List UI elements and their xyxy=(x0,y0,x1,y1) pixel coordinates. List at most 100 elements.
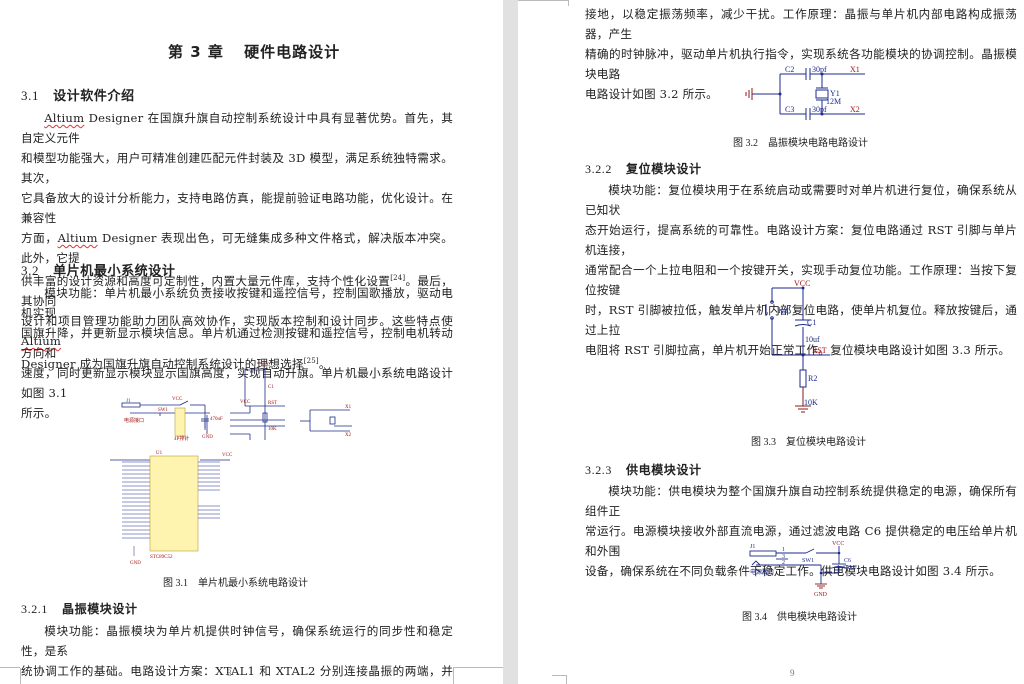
caption-number: 图 3.1 xyxy=(163,578,188,589)
text-line: 通常配合一个上拉电阻和一个按键开关，实现手动复位功能。工作原理：当按下复位按键 xyxy=(585,263,1017,297)
caption-number: 图 3.4 xyxy=(742,612,767,623)
page-number: 8 xyxy=(227,668,232,678)
text-line: 模块功能：单片机最小系统负责接收按键和遥控信号，控制国歌播放，驱动电机实现 xyxy=(21,286,453,320)
svg-text:GND: GND xyxy=(814,592,828,598)
svg-text:30pf: 30pf xyxy=(812,65,827,74)
text-line: 时，RST 引脚被拉低，触发单片机内部复位电路，使单片机复位。释放按键后，通过上… xyxy=(585,303,1017,337)
svg-text:RST: RST xyxy=(268,401,277,406)
svg-text:GND: GND xyxy=(202,435,213,440)
svg-text:VCC: VCC xyxy=(832,541,844,547)
caption-text: 单片机最小系统电路设计 xyxy=(198,578,308,589)
svg-text:VCC: VCC xyxy=(222,453,233,458)
text-line: 它具备放大的设计分析能力，支持电路仿真，能提前验证电路功能，优化设计。在兼容性 xyxy=(21,191,453,225)
svg-text:J1: J1 xyxy=(750,544,755,550)
svg-text:Y1: Y1 xyxy=(830,89,840,98)
text-line: 设备，确保系统在不同负载条件下稳定工作。供电模块电路设计如图 3.4 所示。 xyxy=(585,564,1002,578)
section-number: 3.2 xyxy=(21,263,40,278)
svg-text:X1: X1 xyxy=(850,65,860,74)
svg-text:K3: K3 xyxy=(778,306,788,315)
svg-text:VCC: VCC xyxy=(240,400,251,405)
svg-text:RST: RST xyxy=(812,346,827,355)
page-corner-mark xyxy=(20,668,21,684)
paragraph-3-2-2: 模块功能：复位模块用于在系统启动或需要时对单片机进行复位，确保系统从已知状 态开… xyxy=(585,180,1017,360)
page-corner-mark xyxy=(453,668,454,684)
text-line: 态开始运行，提高系统的可靠性。电路设计方案：复位电路通过 RST 引脚与单片机连… xyxy=(585,223,1017,257)
text-line: 电路设计如图 3.2 所示。 xyxy=(585,87,718,101)
svg-text:VCC: VCC xyxy=(172,397,183,402)
text-line: 统协调工作的基础。电路设计方案：XTAL1 和 XTAL2 分别连接晶振的两端，… xyxy=(21,664,453,678)
caption-number: 图 3.3 xyxy=(751,437,776,448)
svg-text:X2: X2 xyxy=(850,105,860,114)
svg-text:C6: C6 xyxy=(844,558,851,564)
svg-text:X2: X2 xyxy=(345,433,352,438)
section-number: 3.2.2 xyxy=(585,162,612,176)
svg-text:4P排针: 4P排针 xyxy=(174,435,189,442)
svg-text:10uf: 10uf xyxy=(805,335,820,344)
svg-text:12M: 12M xyxy=(826,97,841,106)
text-line: 精确的时钟脉冲，驱动单片机执行指令，实现系统各功能模块的协调控制。晶振模块电路 xyxy=(585,47,1017,81)
figure-3-4-schematic: J1 1 3 2 SW1 C6 470uF 电源接口 VCC GND xyxy=(749,541,858,598)
svg-text:X1: X1 xyxy=(345,405,352,410)
svg-text:STC89C52: STC89C52 xyxy=(150,555,173,560)
chapter-title-text: 硬件电路设计 xyxy=(244,43,341,61)
svg-text:C1: C1 xyxy=(807,318,816,327)
paragraph-3-1: Altium Designer 在国旗升旗自动控制系统设计中具有显著优势。首先，… xyxy=(21,108,453,374)
section-number: 3.2.3 xyxy=(585,463,612,477)
section-title: 晶振模块设计 xyxy=(62,602,138,616)
figure-3-3-schematic: K3 C1 10uf R2 10K VCC RST xyxy=(765,279,830,413)
svg-text:GND: GND xyxy=(130,561,141,566)
section-number: 3.1 xyxy=(21,88,40,103)
page-gutter xyxy=(503,0,518,684)
text-line: 模块功能：复位模块用于在系统启动或需要时对单片机进行复位，确保系统从已知状 xyxy=(585,183,1017,217)
spellcheck-word[interactable]: Altium xyxy=(44,111,85,125)
section-heading-3-2-2: 3.2.2 复位模块设计 xyxy=(585,160,702,177)
svg-text:470uF: 470uF xyxy=(210,417,223,422)
text-line: 国旗升降，并更新显示模块信息。单片机通过检测按键和遥控信号，控制电机转动方向和 xyxy=(21,326,453,360)
paragraph-3-2-3: 模块功能：供电模块为整个国旗升旗自动控制系统提供稳定的电源，确保所有组件正 常运… xyxy=(585,481,1017,581)
text-line: 电阻将 RST 引脚拉高，单片机开始正常工作。复位模块电路设计如图 3.3 所示… xyxy=(585,343,1011,357)
page-corner-mark xyxy=(568,0,569,6)
caption-number: 图 3.2 xyxy=(733,138,758,149)
text-line: 和模型功能强大，用户可精准创建匹配元件封装及 3D 模型，满足系统独特需求。其次… xyxy=(21,151,453,185)
figure-3-2-schematic: C2 30pf C3 30pf Y1 12M X1 X2 xyxy=(745,65,865,120)
paragraph-3-2: 模块功能：单片机最小系统负责接收按键和遥控信号，控制国歌播放，驱动电机实现 国旗… xyxy=(21,283,453,423)
text-line: 所示。 xyxy=(21,406,57,420)
page-corner-mark xyxy=(453,667,503,668)
figure-3-1-schematic: J1 电源接口 SW1 VCC 470uF GND 4P排针 VCC VCC C… xyxy=(110,363,352,566)
page-corner-mark xyxy=(518,0,568,1)
svg-text:10K: 10K xyxy=(268,427,277,432)
caption-text: 供电模块电路设计 xyxy=(777,612,857,623)
svg-text:SW1: SW1 xyxy=(158,408,169,413)
paragraph-3-2-1: 模块功能：晶振模块为单片机提供时钟信号，确保系统运行的同步性和稳定性，是系 统协… xyxy=(21,621,453,684)
svg-text:C2: C2 xyxy=(785,65,794,74)
section-title: 复位模块设计 xyxy=(626,162,702,176)
svg-text:电源接口: 电源接口 xyxy=(124,417,144,424)
page-corner-mark xyxy=(0,667,20,668)
figure-3-4-caption: 图 3.4 供电模块电路设计 xyxy=(742,608,857,623)
svg-text:30pf: 30pf xyxy=(812,105,827,114)
section-title: 设计软件介绍 xyxy=(53,89,135,104)
text-line: 设计和项目管理功能助力团队高效协作，实现版本控制和设计同步。这些特点使 Alti… xyxy=(21,313,453,348)
svg-text:电源接口: 电源接口 xyxy=(750,568,774,576)
svg-text:J1: J1 xyxy=(126,399,131,404)
text-line: 模块功能：晶振模块为单片机提供时钟信号，确保系统运行的同步性和稳定性，是系 xyxy=(21,624,453,658)
spellcheck-word[interactable]: Altium xyxy=(21,333,62,348)
page-corner-mark xyxy=(566,676,567,684)
svg-text:VCC: VCC xyxy=(794,279,810,288)
page-9: 接地，以稳定振荡频率，减少干扰。工作原理：晶振与单片机内部电路构成振荡器，产生 … xyxy=(518,0,1024,684)
text-line: 方面，Altium Designer 表现出色，可无缝集成多种文件格式，解决版本… xyxy=(21,231,453,265)
svg-text:3: 3 xyxy=(782,554,785,560)
paragraph-3-2-1-continued: 接地，以稳定振荡频率，减少干扰。工作原理：晶振与单片机内部电路构成振荡器，产生 … xyxy=(585,4,1017,104)
section-heading-3-1: 3.1 设计软件介绍 xyxy=(21,85,135,104)
section-heading-3-2-1: 3.2.1 晶振模块设计 xyxy=(21,600,138,617)
section-number: 3.2.1 xyxy=(21,602,48,616)
text-line: 接地，以稳定振荡频率，减少干扰。工作原理：晶振与单片机内部电路构成振荡器，产生 xyxy=(585,7,1017,41)
spellcheck-word[interactable]: Altium xyxy=(57,231,98,245)
page-corner-mark xyxy=(552,675,567,676)
text-line: 模块功能：供电模块为整个国旗升旗自动控制系统提供稳定的电源，确保所有组件正 xyxy=(585,484,1017,518)
text-line: Altium Designer 在国旗升旗自动控制系统设计中具有显著优势。首先，… xyxy=(21,111,453,145)
